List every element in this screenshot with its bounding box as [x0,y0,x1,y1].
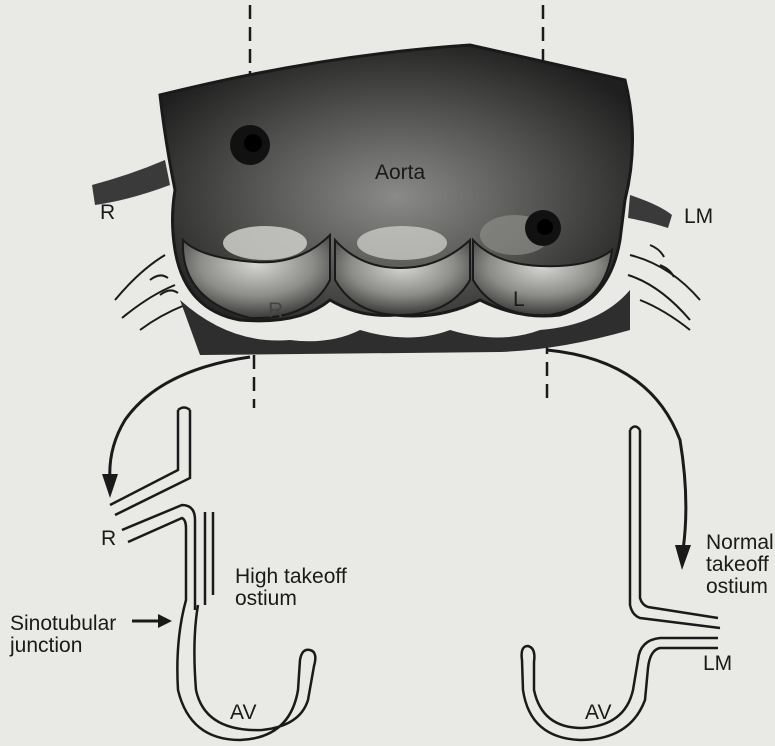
commissure-middle [357,226,447,260]
label-left-main-top: LM [684,206,713,228]
label-left-cusp: L [513,289,525,311]
label-aorta: Aorta [375,162,425,184]
label-av-right: AV [585,702,611,724]
commissure-right [223,226,307,260]
arrow-left-coronary [547,350,691,570]
label-right-coronary-top: R [100,202,115,224]
right-coronary-ostium [230,125,270,165]
normal-takeoff-section [522,427,720,741]
left-main-stump [628,195,672,228]
label-normal-takeoff-ostium: Normal takeoff ostium [706,532,774,598]
right-coronary-stump [92,160,170,205]
label-left-main-bottom: LM [703,653,732,675]
arrow-right-coronary [102,357,250,498]
label-right-coronary-bottom: R [101,528,116,550]
label-high-takeoff-ostium: High takeoff ostium [235,566,347,610]
label-av-left: AV [230,702,256,724]
left-coronary-ostium [525,210,561,246]
right-side-tissue [628,245,700,330]
left-side-tissue [115,255,185,330]
label-right-cusp: R [268,300,283,322]
label-sinotubular-junction: Sinotubular junction [10,613,116,657]
